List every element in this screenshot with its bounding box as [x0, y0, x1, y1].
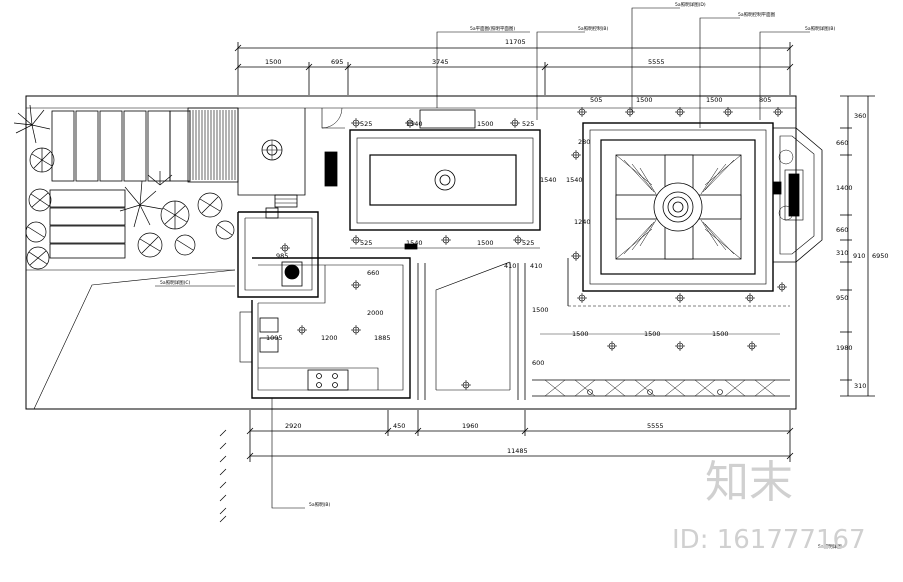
dim-misc-b: 410	[504, 262, 516, 270]
dim-right-a: 360	[854, 112, 866, 120]
dim-right-b: 660	[836, 139, 848, 147]
room-b-ceiling	[324, 109, 541, 231]
dim-roomc-side-c: 1240	[574, 218, 591, 226]
dim-top-4: 5555	[648, 58, 665, 66]
bay-window	[772, 127, 823, 263]
dim-misc-h: 1200	[321, 334, 338, 342]
top-dimension-chain	[234, 42, 794, 95]
bathroom	[237, 207, 319, 298]
callout-5: 5a照明详图(B)	[805, 25, 835, 32]
dim-bottom-a: 2920	[285, 422, 302, 430]
callout-8: 5a照明详图	[818, 543, 842, 550]
callout-2: 5a照明控制(B)	[578, 25, 608, 32]
dim-right-total: 6950	[872, 252, 889, 260]
callout-leaders	[155, 7, 810, 509]
building-outline	[25, 95, 797, 410]
dim-right-c: 1400	[836, 184, 853, 192]
dim-roomb-bottom-d: 525	[522, 239, 534, 247]
dim-misc-e: 600	[532, 359, 544, 367]
dim-bottom-c: 1960	[462, 422, 479, 430]
dim-right-h: 310	[854, 382, 866, 390]
dim-roomc-d: 805	[759, 96, 771, 104]
callout-4: 5a照明控制平面图	[738, 11, 776, 18]
kitchen	[239, 257, 411, 399]
dim-right-g: 1980	[836, 344, 853, 352]
dim-bottom-b: 450	[393, 422, 405, 430]
callout-6: 5a照明详图(C)	[160, 279, 191, 286]
dim-overall-top: 11705	[505, 38, 526, 46]
callout-7: 5a照明(B)	[309, 502, 330, 508]
dim-roomc-inner-a: 1500	[572, 330, 589, 338]
watermark: 知末 ID: 161777167	[672, 457, 866, 555]
dim-roomb-top-b: 1540	[406, 120, 423, 128]
cabinet-hatch	[544, 379, 776, 397]
dim-roomc-side-b: 1540	[566, 176, 583, 184]
dim-roomb-top-d: 525	[522, 120, 534, 128]
dim-misc-g: 2000	[367, 309, 384, 317]
dim-misc-i: 1885	[374, 334, 391, 342]
middle-room	[350, 243, 540, 400]
dim-roomc-c: 1500	[706, 96, 723, 104]
dim-roomb-bottom-b: 1540	[406, 239, 423, 247]
dim-right-f: 950	[836, 294, 848, 302]
lower-right-area	[517, 258, 790, 400]
dim-roomc-side-a: 280	[578, 138, 590, 146]
dim-roomc-inner-b: 1500	[644, 330, 661, 338]
dim-roomb-top-c: 1500	[477, 120, 494, 128]
dim-top-3: 3745	[432, 58, 449, 66]
room-c-ceiling	[582, 122, 774, 292]
dim-roomc-b: 1500	[636, 96, 653, 104]
dim-bottom-d: 5555	[647, 422, 664, 430]
dimension-labels: 11705 1500 695 3745 5555 525 1540 1500 5…	[265, 38, 889, 455]
callout-1: 5a平面图(照明平面图)	[470, 26, 515, 32]
light-fixtures	[280, 107, 787, 395]
plant-symbols	[13, 104, 235, 270]
dim-misc-f: 660	[367, 269, 379, 277]
dim-right-d: 660	[836, 226, 848, 234]
legend-ticks	[219, 429, 227, 523]
dim-roomc-inner-c: 1500	[712, 330, 729, 338]
dim-misc-d: 1500	[532, 306, 549, 314]
dim-roomc-a: 505	[590, 96, 602, 104]
entry-porch	[237, 107, 345, 208]
dim-misc-j: 985	[276, 252, 288, 260]
dim-misc-c: 410	[530, 262, 542, 270]
garden-area	[26, 107, 239, 410]
dim-bottom-overall: 11485	[507, 447, 528, 455]
decking-stripes	[187, 107, 239, 183]
dim-right-i: 910	[853, 252, 865, 260]
dim-roomb-bottom-a: 525	[360, 239, 372, 247]
dim-roomb-bottom-c: 1500	[477, 239, 494, 247]
watermark-id: ID: 161777167	[672, 525, 866, 555]
dim-top-1: 1500	[265, 58, 282, 66]
callout-labels: 5a平面图(照明平面图) 5a照明控制(B) 5a照明详图(D) 5a照明控制平…	[160, 1, 842, 550]
watermark-brand: 知末	[705, 457, 793, 508]
dim-misc-a: 1540	[540, 176, 557, 184]
dim-misc-k: 1095	[266, 334, 283, 342]
ceiling-rays	[615, 154, 742, 260]
dim-right-e: 310	[836, 249, 848, 257]
right-dimension-chain	[840, 95, 875, 397]
bottom-dimension-chain	[246, 410, 794, 462]
callout-3: 5a照明详图(D)	[675, 1, 706, 8]
dim-top-2: 695	[331, 58, 343, 66]
dim-roomb-top-a: 525	[360, 120, 372, 128]
